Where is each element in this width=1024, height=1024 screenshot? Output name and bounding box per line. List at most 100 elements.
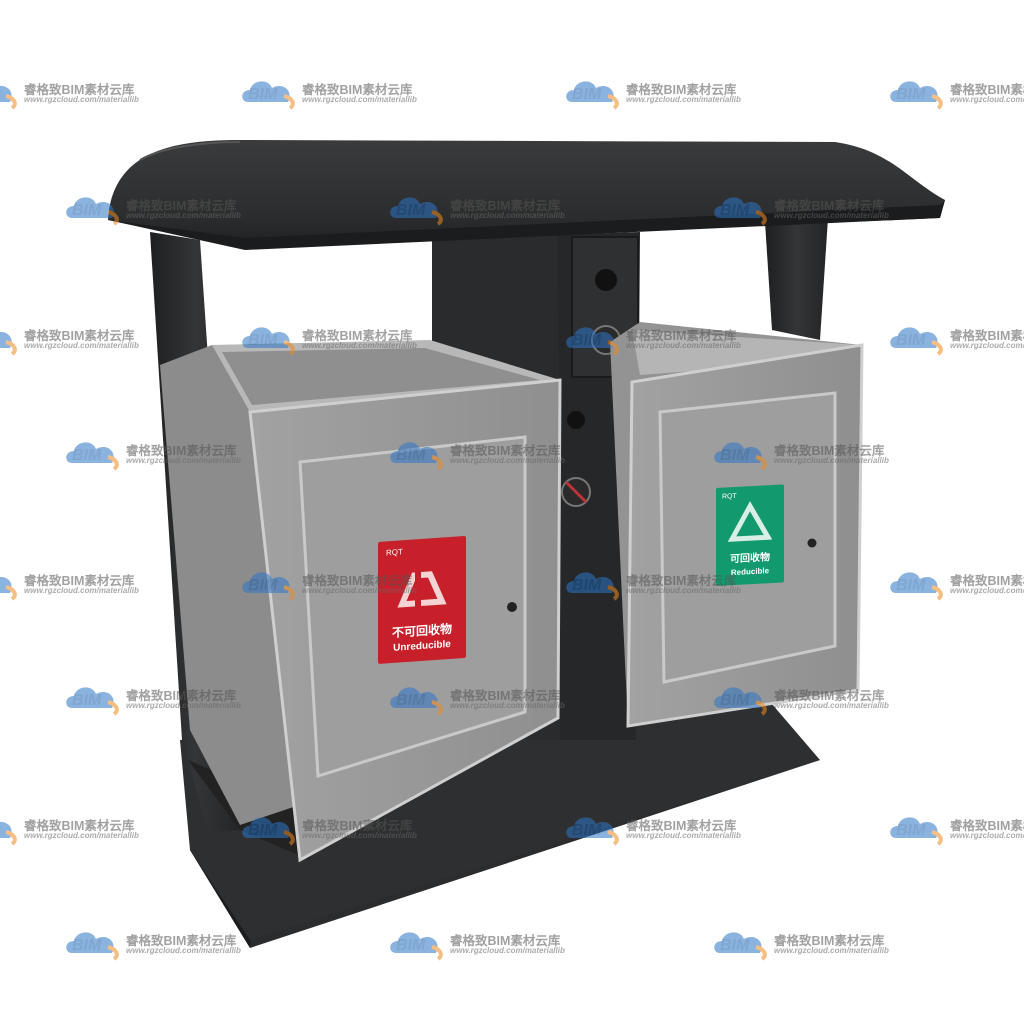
roof-canopy: [108, 140, 945, 250]
watermark: BIM 睿格致BIM素材云库 www.rgzcloud.com/material…: [562, 72, 752, 112]
watermark-url: www.rgzcloud.com/materiallib: [126, 946, 241, 955]
watermark-title: 睿格致BIM素材云库: [450, 199, 561, 213]
watermark: BIM 睿格致BIM素材云库 www.rgzcloud.com/material…: [62, 678, 252, 718]
label-green-bg: [716, 484, 784, 586]
cloud-logo-icon: [566, 327, 619, 356]
watermark-url: www.rgzcloud.com/materiallib: [126, 456, 241, 465]
watermark-url: www.rgzcloud.com/materiallib: [626, 586, 741, 595]
watermark: BIM 睿格致BIM素材云库 www.rgzcloud.com/material…: [886, 318, 1024, 358]
watermark-title: 睿格致BIM素材云库: [126, 444, 237, 458]
watermark-title: 睿格致BIM素材云库: [302, 574, 413, 588]
cloud-logo-icon: [0, 821, 17, 846]
watermark: BIM 睿格致BIM素材云库 www.rgzcloud.com/material…: [238, 808, 428, 848]
watermark: BIM 睿格致BIM素材云库 www.rgzcloud.com/material…: [710, 433, 900, 473]
watermark-title: 睿格致BIM素材云库: [24, 83, 135, 97]
cloud-logo-icon: [242, 81, 295, 110]
cloud-logo-icon: [66, 932, 119, 961]
watermark-bim-text: BIM: [572, 822, 602, 839]
watermark-bim-text: BIM: [396, 937, 426, 954]
watermark-title: 睿格致BIM素材云库: [774, 199, 885, 213]
watermark: BIM 睿格致BIM素材云库 www.rgzcloud.com/material…: [0, 808, 150, 848]
watermark: BIM 睿格致BIM素材云库 www.rgzcloud.com/material…: [238, 318, 428, 358]
watermark-bim-text: BIM: [248, 577, 278, 594]
watermark-title: 睿格致BIM素材云库: [302, 83, 413, 97]
watermark-bim-text: BIM: [248, 332, 278, 349]
cloud-logo-icon: [890, 81, 943, 110]
label-right-cn: 可回收物: [730, 550, 770, 565]
watermark: BIM 睿格致BIM素材云库 www.rgzcloud.com/material…: [386, 188, 576, 228]
watermark-url: www.rgzcloud.com/materiallib: [126, 211, 241, 220]
watermark-url: www.rgzcloud.com/materiallib: [24, 586, 139, 595]
watermark-title: 睿格致BIM素材云库: [774, 934, 885, 948]
recycle-icon-right: [727, 501, 773, 542]
watermark: BIM 睿格致BIM素材云库 www.rgzcloud.com/material…: [62, 923, 252, 963]
watermark-bim-text: BIM: [572, 332, 602, 349]
watermark-url: www.rgzcloud.com/materiallib: [450, 211, 565, 220]
watermark-title: 睿格致BIM素材云库: [626, 83, 737, 97]
watermark-bim-text: BIM: [896, 332, 926, 349]
watermark-url: www.rgzcloud.com/materiallib: [24, 95, 139, 104]
watermark-title: 睿格致BIM素材云库: [774, 689, 885, 703]
watermark: BIM 睿格致BIM素材云库 www.rgzcloud.com/material…: [886, 808, 1024, 848]
cloud-logo-icon: [242, 327, 295, 356]
watermark-url: www.rgzcloud.com/materiallib: [774, 211, 889, 220]
watermark-url: www.rgzcloud.com/materiallib: [626, 831, 741, 840]
watermark-url: www.rgzcloud.com/materiallib: [450, 946, 565, 955]
watermark-url: www.rgzcloud.com/materiallib: [626, 341, 741, 350]
watermark: BIM 睿格致BIM素材云库 www.rgzcloud.com/material…: [710, 188, 900, 228]
cloud-logo-icon: [242, 817, 295, 846]
watermark: BIM 睿格致BIM素材云库 www.rgzcloud.com/material…: [886, 72, 1024, 112]
watermark-bim-text: BIM: [720, 202, 750, 219]
cloud-logo-icon: [66, 197, 119, 226]
back-post-right: [765, 218, 828, 340]
watermark-title: 睿格致BIM素材云库: [950, 819, 1024, 833]
label-left-code: RQT: [386, 547, 403, 557]
unrecyclable-label: RQT 不可回收物 Unreducible: [378, 535, 466, 664]
watermark: BIM 睿格致BIM素材云库 www.rgzcloud.com/material…: [386, 923, 576, 963]
recyclable-label: RQT 可回收物 Reducible: [716, 484, 784, 586]
watermark-bim-text: BIM: [896, 822, 926, 839]
watermark-title: 睿格致BIM素材云库: [626, 819, 737, 833]
watermark: BIM 睿格致BIM素材云库 www.rgzcloud.com/material…: [238, 563, 428, 603]
watermark-bim-text: BIM: [72, 202, 102, 219]
watermark: BIM 睿格致BIM素材云库 www.rgzcloud.com/material…: [562, 318, 752, 358]
watermark-title: 睿格致BIM素材云库: [24, 819, 135, 833]
watermark-bim-text: BIM: [396, 447, 426, 464]
cloud-logo-icon: [714, 687, 767, 716]
watermark-title: 睿格致BIM素材云库: [450, 444, 561, 458]
watermark-bim-text: BIM: [572, 86, 602, 103]
watermark: BIM 睿格致BIM素材云库 www.rgzcloud.com/material…: [62, 433, 252, 473]
watermark-title: 睿格致BIM素材云库: [126, 934, 237, 948]
watermark-title: 睿格致BIM素材云库: [302, 819, 413, 833]
watermark: BIM 睿格致BIM素材云库 www.rgzcloud.com/material…: [710, 678, 900, 718]
cloud-logo-icon: [242, 572, 295, 601]
cloud-logo-icon: [0, 331, 17, 356]
watermark-url: www.rgzcloud.com/materiallib: [774, 456, 889, 465]
label-left-cn: 不可回收物: [392, 621, 452, 640]
label-right-code: RQT: [722, 493, 737, 501]
label-right-en: Reducible: [731, 566, 770, 577]
watermark-title: 睿格致BIM素材云库: [302, 329, 413, 343]
cloud-logo-icon: [890, 572, 943, 601]
watermark: BIM 睿格致BIM素材云库 www.rgzcloud.com/material…: [710, 923, 900, 963]
watermark: BIM 睿格致BIM素材云库 www.rgzcloud.com/material…: [562, 808, 752, 848]
watermark-title: 睿格致BIM素材云库: [626, 574, 737, 588]
watermark-title: 睿格致BIM素材云库: [24, 574, 135, 588]
watermark-title: 睿格致BIM素材云库: [950, 329, 1024, 343]
cloud-logo-icon: [390, 687, 443, 716]
label-left-en: Unreducible: [393, 639, 451, 654]
watermark-bim-text: BIM: [248, 822, 278, 839]
watermark-title: 睿格致BIM素材云库: [126, 199, 237, 213]
cloud-logo-icon: [890, 327, 943, 356]
watermark: BIM 睿格致BIM素材云库 www.rgzcloud.com/material…: [386, 678, 576, 718]
watermark: BIM 睿格致BIM素材云库 www.rgzcloud.com/material…: [0, 72, 150, 112]
watermark-bim-text: BIM: [720, 937, 750, 954]
watermark-bim-text: BIM: [396, 202, 426, 219]
watermark-url: www.rgzcloud.com/materiallib: [302, 95, 417, 104]
watermark-bim-text: BIM: [720, 447, 750, 464]
cloud-logo-icon: [66, 442, 119, 471]
watermark-bim-text: BIM: [572, 577, 602, 594]
watermark-bim-text: BIM: [72, 692, 102, 709]
cloud-logo-icon: [714, 197, 767, 226]
